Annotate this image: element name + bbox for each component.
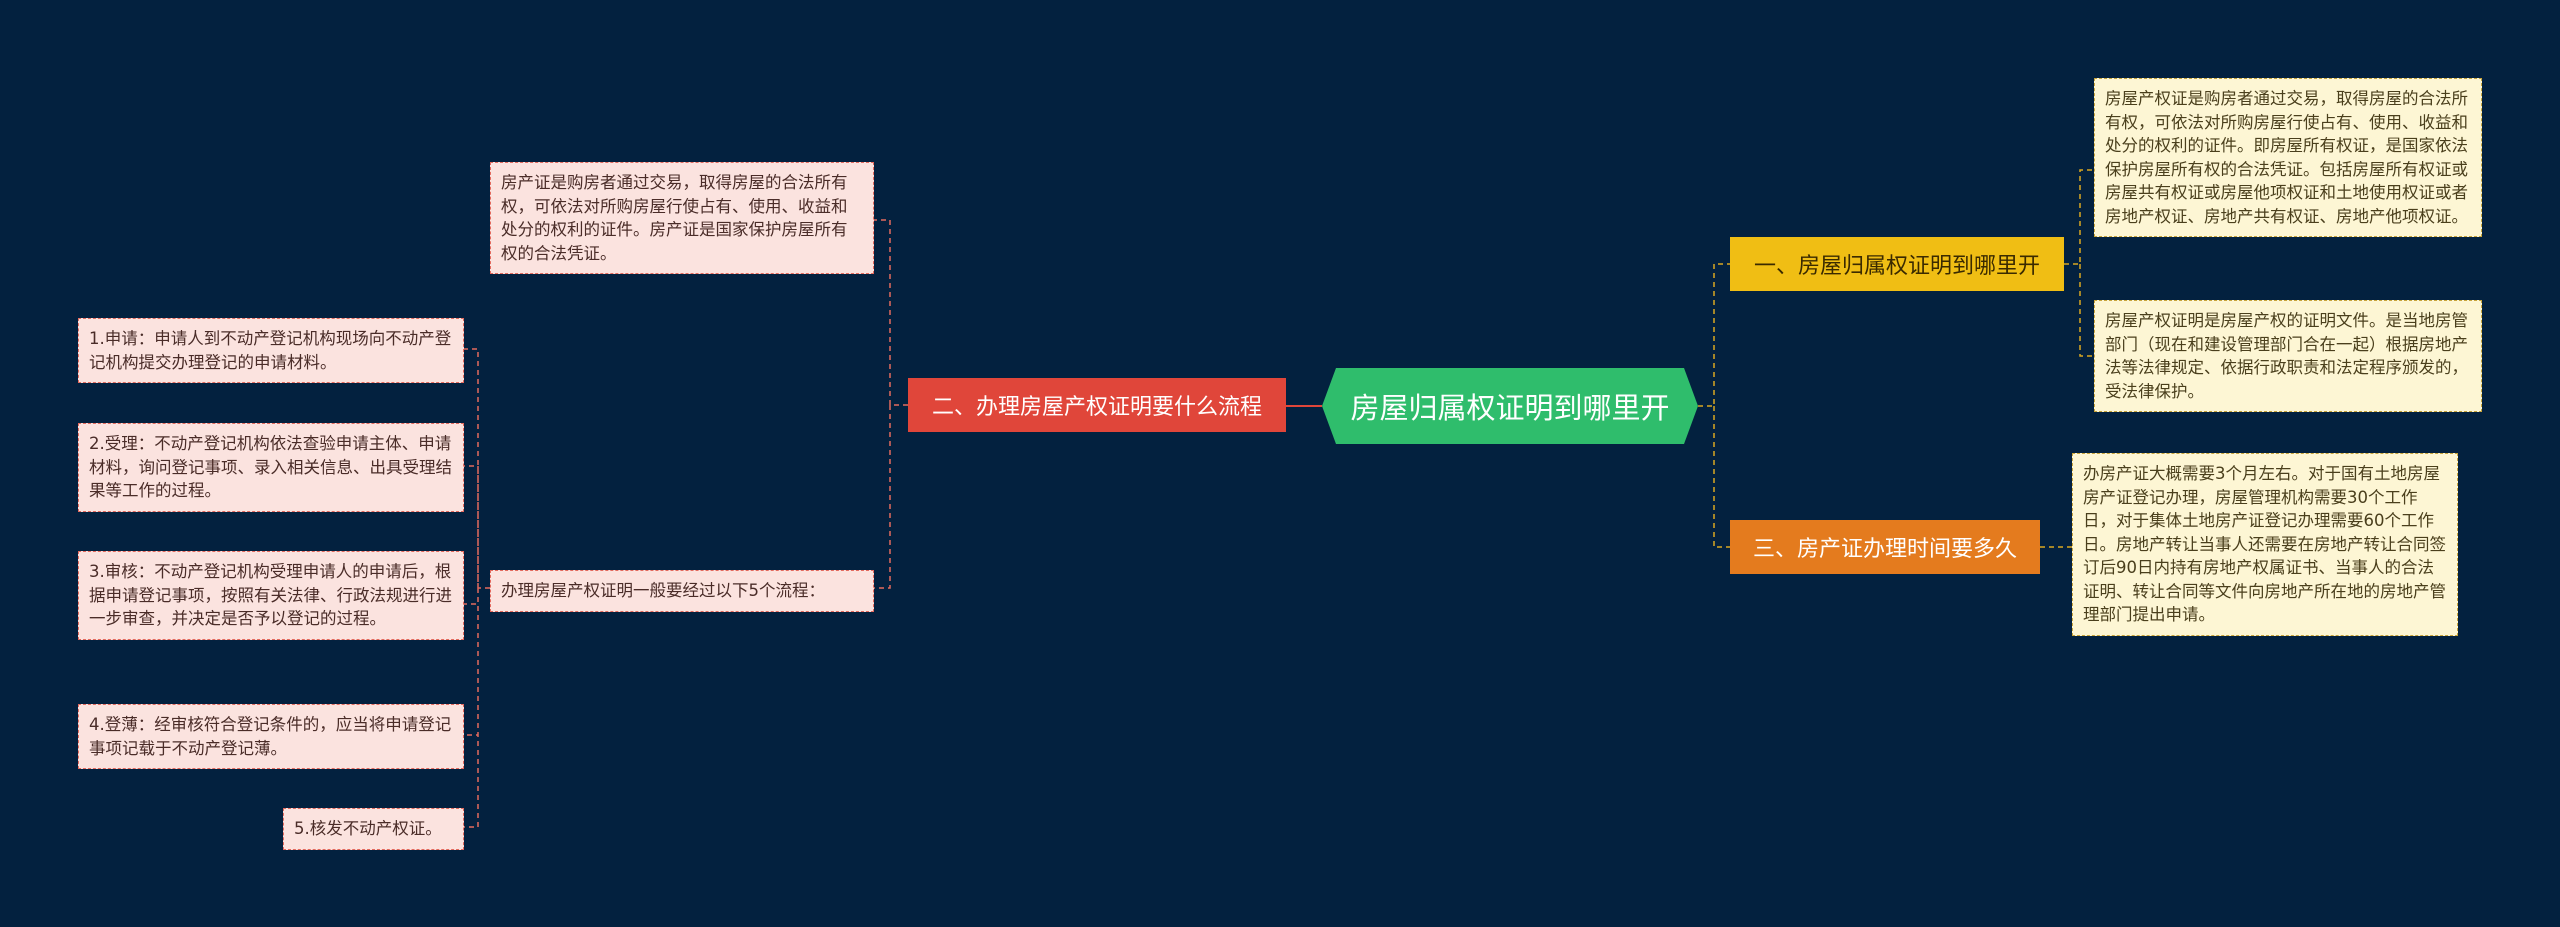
leaf-step-1-text: 1.申请：申请人到不动产登记机构现场向不动产登记机构提交办理登记的申请材料。 — [89, 329, 452, 372]
branch-processing-time[interactable]: 三、房产证办理时间要多久 — [1730, 520, 2040, 574]
leaf-property-cert-intro-text: 房产证是购房者通过交易，取得房屋的合法所有权，可依法对所购房屋行使占有、使用、收… — [501, 173, 848, 263]
branch-process-label: 二、办理房屋产权证明要什么流程 — [931, 395, 1262, 420]
leaf-cert-definition[interactable]: 房屋产权证是购房者通过交易，取得房屋的合法所有权，可依法对所购房屋行使占有、使用… — [2094, 78, 2482, 237]
leaf-step-2[interactable]: 2.受理：不动产登记机构依法查验申请主体、申请材料，询问登记事项、录入相关信息、… — [78, 423, 464, 512]
leaf-step-5-text: 5.核发不动产权证。 — [294, 819, 442, 838]
leaf-process-title-text: 办理房屋产权证明一般要经过以下5个流程： — [501, 581, 825, 600]
root-topic[interactable]: 房屋归属权证明到哪里开 — [1322, 368, 1698, 444]
leaf-cert-proof[interactable]: 房屋产权证明是房屋产权的证明文件。是当地房管部门（现在和建设管理部门合在一起）根… — [2094, 300, 2482, 412]
leaf-cert-proof-text: 房屋产权证明是房屋产权的证明文件。是当地房管部门（现在和建设管理部门合在一起）根… — [2105, 311, 2468, 401]
root-topic-label: 房屋归属权证明到哪里开 — [1350, 391, 1670, 425]
leaf-step-5[interactable]: 5.核发不动产权证。 — [283, 808, 464, 850]
leaf-step-1[interactable]: 1.申请：申请人到不动产登记机构现场向不动产登记机构提交办理登记的申请材料。 — [78, 318, 464, 383]
leaf-process-title[interactable]: 办理房屋产权证明一般要经过以下5个流程： — [490, 570, 874, 612]
branch-process[interactable]: 二、办理房屋产权证明要什么流程 — [908, 378, 1286, 432]
leaf-processing-time-text: 办房产证大概需要3个月左右。对于国有土地房屋房产证登记办理，房屋管理机构需要30… — [2083, 464, 2446, 624]
branch-where-to-issue[interactable]: 一、房屋归属权证明到哪里开 — [1730, 237, 2064, 291]
leaf-property-cert-intro[interactable]: 房产证是购房者通过交易，取得房屋的合法所有权，可依法对所购房屋行使占有、使用、收… — [490, 162, 874, 274]
leaf-processing-time[interactable]: 办房产证大概需要3个月左右。对于国有土地房屋房产证登记办理，房屋管理机构需要30… — [2072, 453, 2458, 636]
branch-where-to-issue-label: 一、房屋归属权证明到哪里开 — [1753, 254, 2040, 279]
leaf-cert-definition-text: 房屋产权证是购房者通过交易，取得房屋的合法所有权，可依法对所购房屋行使占有、使用… — [2105, 89, 2468, 226]
leaf-step-2-text: 2.受理：不动产登记机构依法查验申请主体、申请材料，询问登记事项、录入相关信息、… — [89, 434, 452, 500]
leaf-step-4-text: 4.登薄：经审核符合登记条件的，应当将申请登记事项记载于不动产登记薄。 — [89, 715, 452, 758]
leaf-step-3[interactable]: 3.审核：不动产登记机构受理申请人的申请后，根据申请登记事项，按照有关法律、行政… — [78, 551, 464, 640]
branch-processing-time-label: 三、房产证办理时间要多久 — [1752, 537, 2017, 562]
leaf-step-3-text: 3.审核：不动产登记机构受理申请人的申请后，根据申请登记事项，按照有关法律、行政… — [89, 562, 452, 628]
leaf-step-4[interactable]: 4.登薄：经审核符合登记条件的，应当将申请登记事项记载于不动产登记薄。 — [78, 704, 464, 769]
